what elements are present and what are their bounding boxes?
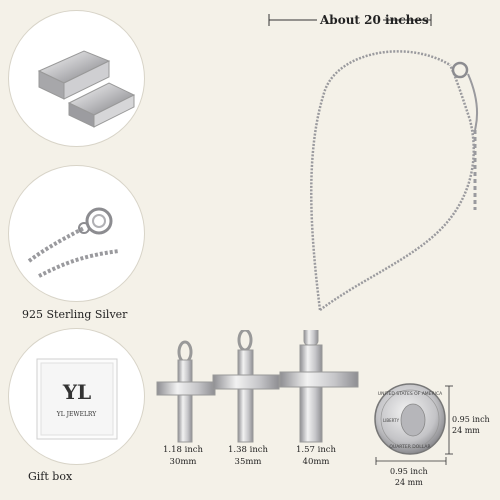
- chain-length-label: About 20 inches: [320, 13, 429, 27]
- cross-35mm: [212, 330, 280, 443]
- cross-pendants-image: [156, 330, 359, 443]
- coin-width-mm: 24 mm: [394, 478, 423, 487]
- clasp-closeup-image: [27, 207, 120, 278]
- gift-box-brand: YL JEWELRY: [56, 411, 97, 418]
- coin-height-dimension: [445, 385, 453, 455]
- gift-box-logo-icon: YL: [62, 380, 91, 404]
- gift-box-circle: YL YL JEWELRY: [8, 328, 145, 465]
- silver-bars-image: [37, 50, 136, 128]
- coin-height-mm: 24 mm: [452, 426, 480, 435]
- coin-height-label: 0.95 inch 24 mm: [452, 414, 490, 436]
- coin-liberty-text: LIBERTY: [383, 418, 400, 423]
- silver-bars-circle: [8, 10, 145, 147]
- coin-width-label: 0.95 inch 24 mm: [390, 466, 428, 488]
- gift-box-image: YL: [36, 358, 118, 440]
- material-label: 925 Sterling Silver: [22, 308, 128, 321]
- coin-top-text: UNITED STATES OF AMERICA: [378, 391, 443, 397]
- size-40mm-mm: 40mm: [302, 457, 330, 467]
- quarter-coin-image: UNITED STATES OF AMERICA LIBERTY QUARTER…: [374, 383, 446, 455]
- size-label-40mm: 1.57 inch 40mm: [286, 444, 346, 468]
- size-30mm-inch: 1.18 inch: [162, 445, 204, 455]
- gift-box-label: Gift box: [28, 470, 73, 483]
- box-chain-image: [310, 50, 478, 312]
- coin-bottom-text: QUARTER DOLLAR: [389, 444, 430, 450]
- size-label-35mm: 1.38 inch 35mm: [218, 444, 278, 468]
- coin-portrait-icon: [400, 403, 426, 437]
- chain-length-arrow: [268, 14, 432, 26]
- clasp-closeup-circle: [8, 165, 145, 302]
- cross-40mm: [279, 330, 359, 443]
- clasp-icon: [451, 61, 469, 79]
- size-30mm-mm: 30mm: [169, 457, 197, 467]
- coin-width-dimension: [375, 457, 447, 465]
- size-35mm-inch: 1.38 inch: [227, 445, 269, 455]
- size-40mm-inch: 1.57 inch: [295, 445, 337, 455]
- cross-30mm: [156, 340, 216, 443]
- coin-height-inch: 0.95 inch: [452, 415, 490, 424]
- size-35mm-mm: 35mm: [234, 457, 262, 467]
- coin-width-inch: 0.95 inch: [390, 467, 428, 476]
- size-label-30mm: 1.18 inch 30mm: [153, 444, 213, 468]
